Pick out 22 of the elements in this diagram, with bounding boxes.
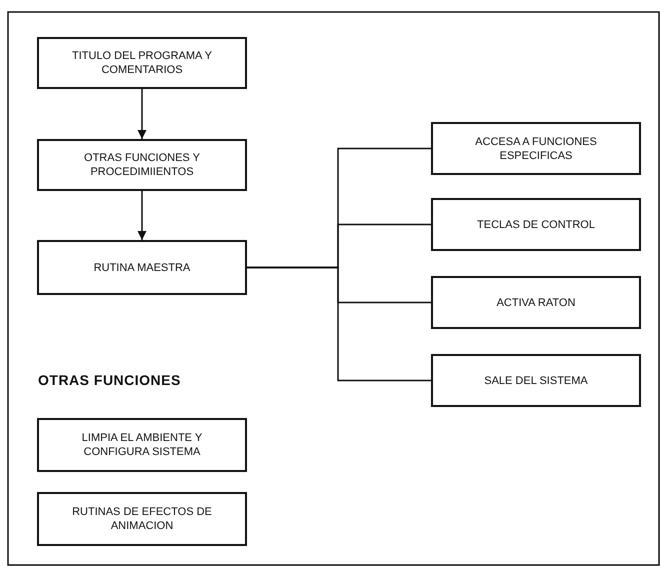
- process-box: [37, 139, 247, 191]
- box-label: SALE DEL SISTEMA: [483, 374, 589, 388]
- box-label: TITULO DEL PROGRAMA Y COMENTARIOS: [71, 49, 213, 77]
- process-box: [431, 198, 641, 251]
- process-box: [37, 418, 247, 472]
- process-box: [37, 240, 247, 295]
- box-label: OTRAS FUNCIONES Y PROCEDIMIIENTOS: [83, 151, 201, 179]
- connector-line: [247, 266, 431, 382]
- box-label: TECLAS DE CONTROL: [476, 218, 596, 232]
- process-box: [431, 354, 641, 407]
- box-label: LIMPIA EL AMBIENTE Y CONFIGURA SISTEMA: [80, 431, 204, 459]
- process-box: [37, 492, 247, 546]
- box-label: ACTIVA RATON: [496, 296, 576, 310]
- arrow: [138, 191, 146, 240]
- box-label: ACCESA A FUNCIONES ESPECIFICAS: [474, 134, 598, 162]
- process-box: [431, 276, 641, 329]
- arrow: [138, 89, 146, 139]
- process-box: [37, 37, 247, 89]
- section-heading: OTRAS FUNCIONES: [38, 372, 181, 388]
- box-label: RUTINA MAESTRA: [92, 260, 192, 274]
- process-box: [431, 122, 641, 175]
- box-label: RUTINAS DE EFECTOS DE ANIMACION: [71, 505, 213, 533]
